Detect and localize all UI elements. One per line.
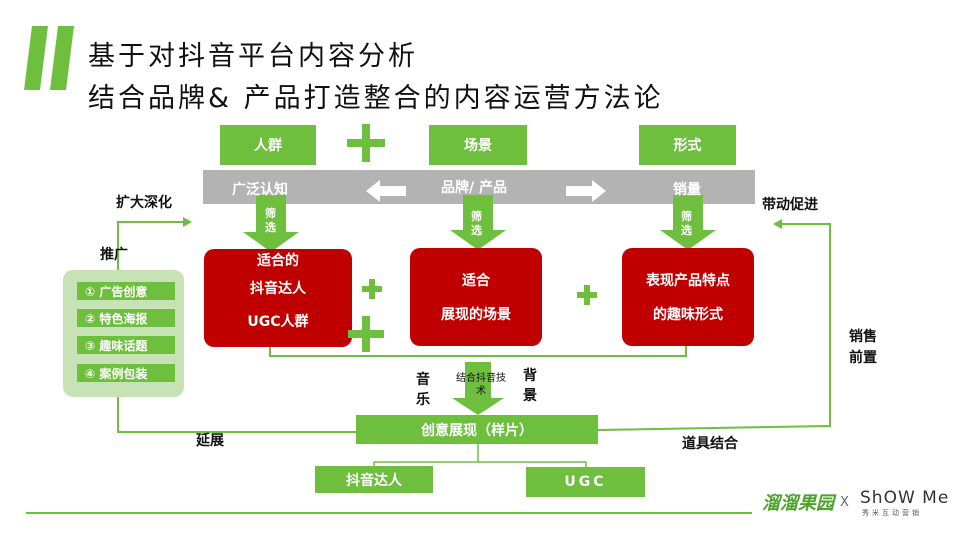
influencer-line-1: 适合的	[257, 253, 299, 269]
arrow-right-icon	[566, 180, 606, 202]
scene-line-1: 适合	[462, 273, 490, 289]
label-promote: 推广	[100, 247, 128, 263]
red-box-form: 表现产品特点 的趣味形式	[622, 248, 754, 346]
filter-label-left: 筛选	[265, 207, 276, 234]
logo-separator: X	[840, 495, 849, 510]
label-music: 音乐	[416, 372, 430, 408]
box-crowd: 人群	[220, 125, 316, 165]
label-props: 道具结合	[682, 436, 738, 452]
label-extend: 延展	[196, 433, 224, 449]
filter-label-center: 筛选	[471, 210, 482, 237]
plus-icon	[362, 279, 382, 299]
promo-item-ad: ① 广告创意	[77, 282, 175, 300]
form-line-1: 表现产品特点	[646, 273, 730, 289]
box-form: 形式	[639, 125, 736, 165]
title-line-1: 基于对抖音平台内容分析	[88, 41, 418, 72]
bar-center-label: 品牌/ 产品	[441, 180, 507, 196]
plus-icon	[577, 285, 597, 305]
plus-icon	[347, 124, 385, 162]
title-slash-decoration	[24, 26, 74, 90]
brand-logo: 溜溜果园	[762, 493, 834, 514]
red-box-scene: 适合 展现的场景	[410, 248, 542, 346]
title-line-2: 结合品牌& 产品打造整合的内容运营方法论	[88, 83, 664, 114]
label-drive: 带动促进	[762, 197, 818, 213]
filter-label-right: 筛选	[681, 210, 692, 237]
promo-item-poster: ② 特色海报	[77, 309, 175, 327]
showme-logo: ShOW Me	[860, 488, 950, 508]
promo-item-topic: ③ 趣味话题	[77, 336, 175, 354]
form-line-2: 的趣味形式	[653, 307, 723, 323]
showme-subtitle: 秀米互动营销	[862, 509, 922, 517]
bar-right-label: 销量	[673, 182, 701, 198]
label-presale: 销售前置	[849, 329, 877, 366]
label-tech: 结合抖音技术	[456, 373, 506, 397]
box-bottom-influencers: 抖音达人	[315, 466, 433, 493]
box-bottom-ugc: UGC	[526, 467, 645, 497]
influencer-line-2: 抖音达人	[250, 281, 306, 297]
box-creative: 创意展现（样片）	[356, 415, 598, 444]
box-scene: 场景	[429, 125, 527, 165]
plus-icon	[348, 316, 384, 352]
bar-left-label: 广泛认知	[232, 182, 288, 198]
red-box-influencers: 适合的 抖音达人 UGC人群	[204, 249, 352, 347]
arrow-left-icon	[366, 180, 406, 202]
label-background: 背景	[523, 368, 537, 404]
influencer-line-3: UGC人群	[247, 314, 309, 330]
label-expand: 扩大深化	[116, 195, 172, 211]
promo-item-case: ④ 案例包装	[77, 364, 175, 382]
scene-line-2: 展现的场景	[441, 307, 511, 323]
